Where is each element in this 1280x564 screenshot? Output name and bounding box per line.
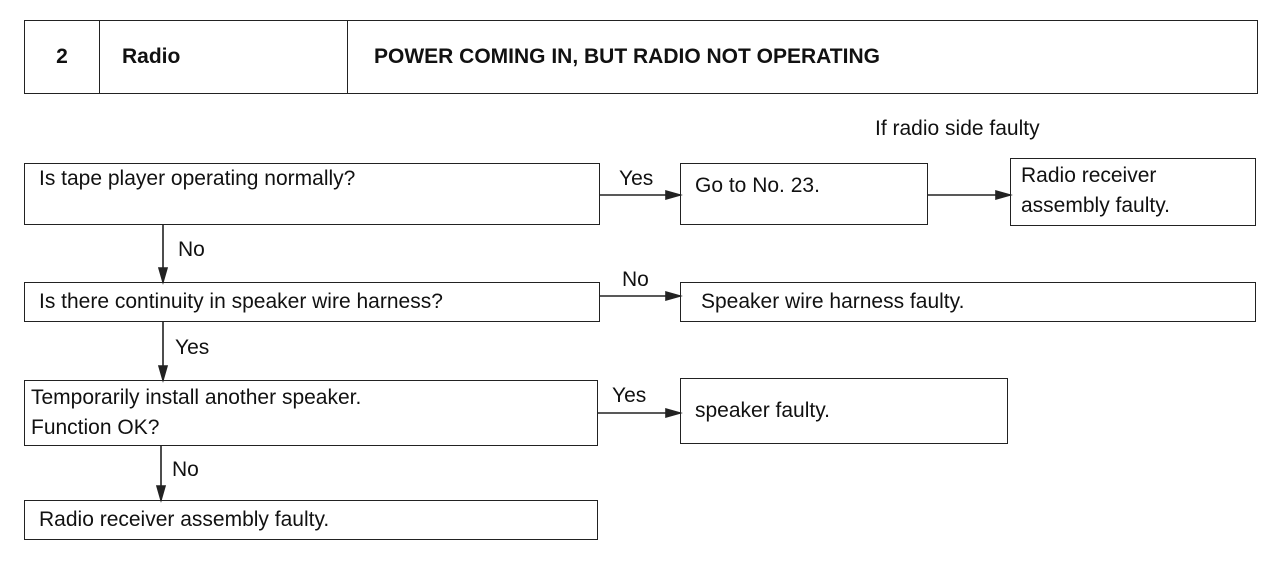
- procedure-header: 2 Radio POWER COMING IN, BUT RADIO NOT O…: [24, 20, 1258, 94]
- arrowhead-q2-yes: [157, 365, 169, 383]
- result-radio-receiver-faulty: Radio receiver assembly faulty.: [24, 500, 598, 540]
- result-harness-faulty: Speaker wire harness faulty.: [680, 282, 1256, 322]
- result-radio-assembly-faulty: Radio receiver assembly faulty.: [1010, 158, 1256, 226]
- result-goto-23-text: Go to No. 23.: [695, 174, 820, 197]
- question-tape-player-text: Is tape player operating normally?: [39, 167, 356, 190]
- arrowhead-q1-yes: [665, 189, 683, 201]
- arrowhead-goto-radio: [995, 189, 1013, 201]
- label-q2-yes: Yes: [175, 336, 210, 359]
- question-temp-speaker: Temporarily install another speaker. Fun…: [24, 380, 598, 446]
- result-radio-assembly-faulty-line1: Radio receiver: [1021, 164, 1157, 187]
- label-q3-yes: Yes: [612, 384, 647, 407]
- arrowhead-q3-no: [155, 485, 167, 503]
- arrowhead-q1-no: [157, 267, 169, 285]
- result-radio-assembly-faulty-line2: assembly faulty.: [1021, 194, 1170, 217]
- label-q1-no: No: [178, 238, 205, 261]
- label-q2-no: No: [622, 268, 649, 291]
- result-harness-faulty-text: Speaker wire harness faulty.: [701, 290, 965, 313]
- label-q3-no: No: [172, 458, 199, 481]
- question-temp-speaker-line1: Temporarily install another speaker.: [31, 386, 362, 409]
- result-radio-receiver-faulty-text: Radio receiver assembly faulty.: [39, 508, 330, 531]
- result-goto-23: Go to No. 23.: [680, 163, 928, 225]
- question-harness-continuity-text: Is there continuity in speaker wire harn…: [39, 290, 443, 313]
- result-speaker-faulty: speaker faulty.: [680, 378, 1008, 444]
- symptom-title: POWER COMING IN, BUT RADIO NOT OPERATING: [374, 45, 880, 68]
- question-tape-player: Is tape player operating normally?: [24, 163, 600, 225]
- question-temp-speaker-line2: Function OK?: [31, 416, 160, 439]
- result-speaker-faulty-text: speaker faulty.: [695, 399, 831, 422]
- arrowhead-q2-no: [665, 290, 683, 302]
- procedure-number: 2: [25, 21, 100, 93]
- system-name: Radio: [100, 21, 348, 93]
- question-harness-continuity: Is there continuity in speaker wire harn…: [24, 282, 600, 322]
- label-q1-yes: Yes: [619, 167, 654, 190]
- arrowhead-q3-yes: [665, 407, 683, 419]
- side-note: If radio side faulty: [875, 117, 1040, 140]
